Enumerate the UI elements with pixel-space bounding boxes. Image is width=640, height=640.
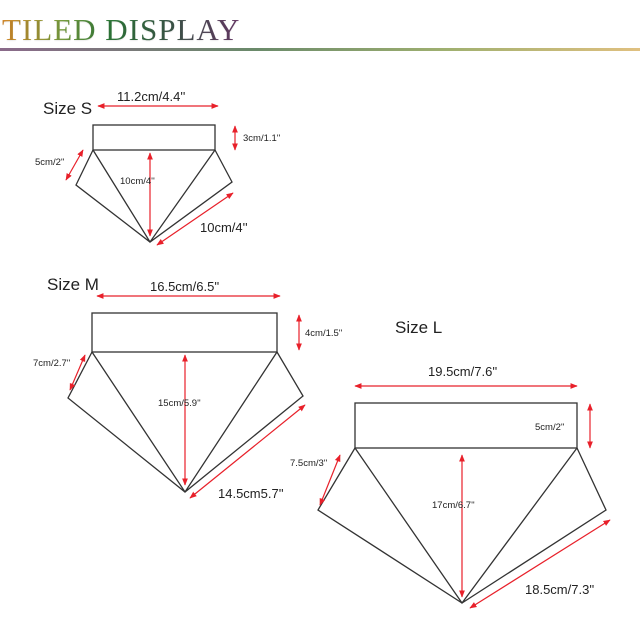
size-l-diagram: Size L 19.5cm/7.6'' 5cm/2'' 7.5cm/3'' 17… (290, 318, 611, 609)
size-s-diagram: Size S 11.2cm/4.4'' 3cm/1.1'' 5cm/2'' 10… (35, 89, 281, 246)
size-l-band (354, 402, 578, 449)
size-m-label: Size M (47, 275, 99, 294)
size-l-depth: 17cm/6.7'' (432, 500, 475, 511)
size-m-edge: 14.5cm5.7'' (218, 486, 284, 501)
size-s-flap: 5cm/2'' (35, 157, 65, 168)
size-l-label: Size L (395, 318, 442, 337)
size-s-edge: 10cm/4'' (200, 220, 248, 235)
size-m-depth: 15cm/5.9'' (158, 398, 201, 409)
size-l-edge-arrow (469, 519, 611, 609)
size-m-edge-arrow (189, 404, 306, 499)
size-m-diagram: Size M 16.5cm/6.5'' 4cm/1.5'' 7cm/2.7'' … (33, 275, 343, 501)
size-l-flap-arrow (319, 454, 341, 506)
size-s-depth: 10cm/4'' (120, 176, 155, 187)
size-s-label: Size S (43, 99, 92, 118)
size-m-width: 16.5cm/6.5'' (150, 279, 219, 294)
size-m-flap: 7cm/2.7'' (33, 358, 71, 369)
page-title: TILED DISPLAY (2, 12, 241, 47)
size-s-width: 11.2cm/4.4'' (117, 89, 185, 104)
size-s-edge-arrow (156, 192, 234, 246)
size-s-band (92, 124, 216, 151)
size-l-height: 5cm/2'' (535, 422, 565, 433)
size-m-band (91, 312, 278, 353)
size-l-edge: 18.5cm/7.3'' (525, 582, 594, 597)
size-m-flap-arrow (69, 354, 86, 391)
size-m-height: 4cm/1.5'' (305, 328, 343, 339)
size-s-height: 3cm/1.1'' (243, 133, 281, 144)
size-l-flap: 7.5cm/3'' (290, 458, 328, 469)
title-divider (0, 48, 640, 51)
size-l-width: 19.5cm/7.6'' (428, 364, 497, 379)
size-s-flap-arrow (65, 149, 84, 181)
